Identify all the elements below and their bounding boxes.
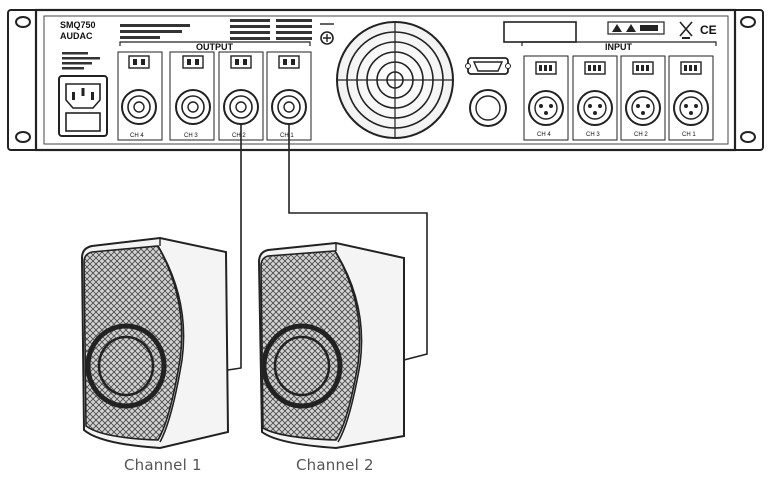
ground-screw-icon bbox=[320, 23, 334, 45]
serial-label bbox=[503, 21, 577, 43]
db9-port bbox=[465, 57, 511, 75]
spec-text-block bbox=[62, 19, 312, 70]
input-ch1-label: CH 1 bbox=[682, 132, 696, 138]
rack-ear-right bbox=[732, 9, 764, 151]
amplifier-rear-panel: SMQ750 AUDAC OUTPUT bbox=[7, 8, 764, 152]
output-ch4-label: CH 4 bbox=[130, 133, 144, 139]
speaker-2-grille bbox=[260, 250, 361, 441]
input-ch2-label: CH 2 bbox=[634, 132, 648, 138]
speaker-1-grille bbox=[83, 245, 183, 441]
input-ch3-label: CH 3 bbox=[586, 132, 600, 138]
warning-symbols bbox=[607, 21, 693, 39]
cable-channel-1 bbox=[227, 124, 242, 371]
power-inlet bbox=[58, 75, 108, 137]
output-ch2-label: CH 2 bbox=[232, 133, 246, 139]
output-connectors bbox=[117, 51, 312, 141]
network-port bbox=[469, 89, 507, 127]
input-label: INPUT bbox=[605, 42, 633, 52]
brand-label: AUDAC bbox=[60, 31, 93, 41]
speaker-1-woofer bbox=[85, 323, 167, 409]
speaker-channel-1 bbox=[80, 236, 230, 450]
output-label: OUTPUT bbox=[196, 42, 234, 52]
speaker-channel-2 bbox=[257, 241, 405, 450]
speaker-2-woofer bbox=[261, 323, 343, 409]
output-ch1-label: CH 1 bbox=[280, 133, 294, 139]
model-label: SMQ750 bbox=[60, 20, 96, 30]
input-connectors bbox=[523, 55, 714, 141]
cooling-fan bbox=[336, 21, 454, 139]
ce-mark: CE bbox=[700, 23, 717, 37]
rack-ear-left bbox=[7, 9, 39, 151]
cable-channel-2 bbox=[288, 124, 428, 361]
output-ch3-label: CH 3 bbox=[184, 133, 198, 139]
input-ch4-label: CH 4 bbox=[537, 132, 551, 138]
speaker-1-caption: Channel 1 bbox=[124, 456, 202, 474]
speaker-2-caption: Channel 2 bbox=[296, 456, 374, 474]
